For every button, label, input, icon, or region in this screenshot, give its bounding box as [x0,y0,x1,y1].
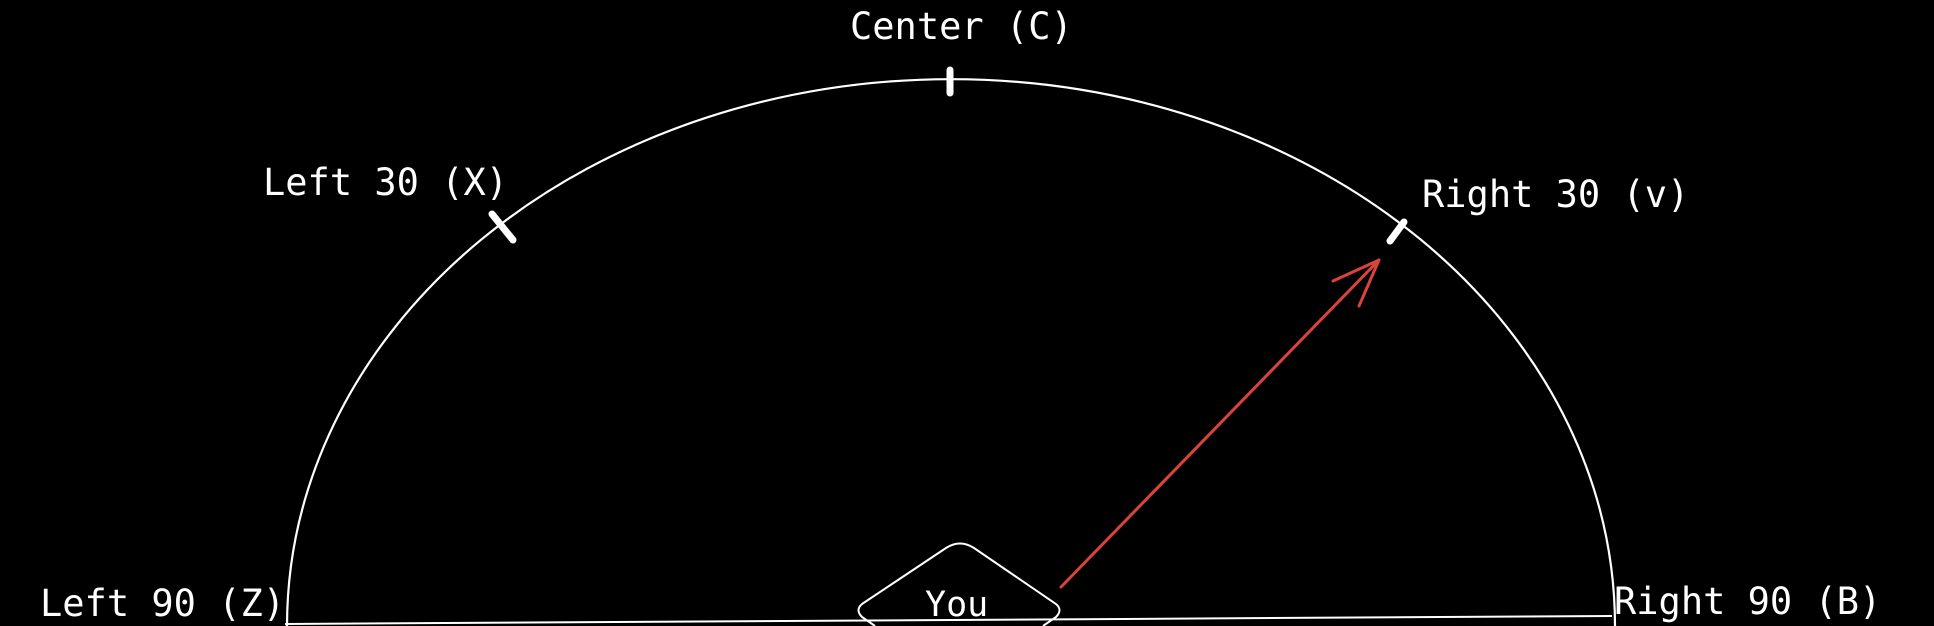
direction-arrow [1059,258,1381,589]
label-center: Center (C) [850,5,1073,48]
label-you: You [925,585,989,625]
tick-left30 [488,210,517,244]
label-left-90: Left 90 (Z) [40,582,286,625]
label-left-30: Left 30 (X) [263,161,509,204]
you-marker-shape [857,542,1061,626]
baseline [284,615,1613,625]
direction-arrowhead [1331,258,1381,308]
label-right-30: Right 30 (v) [1422,173,1690,216]
tick-right30 [1386,218,1408,245]
label-right-90: Right 90 (B) [1614,580,1882,623]
